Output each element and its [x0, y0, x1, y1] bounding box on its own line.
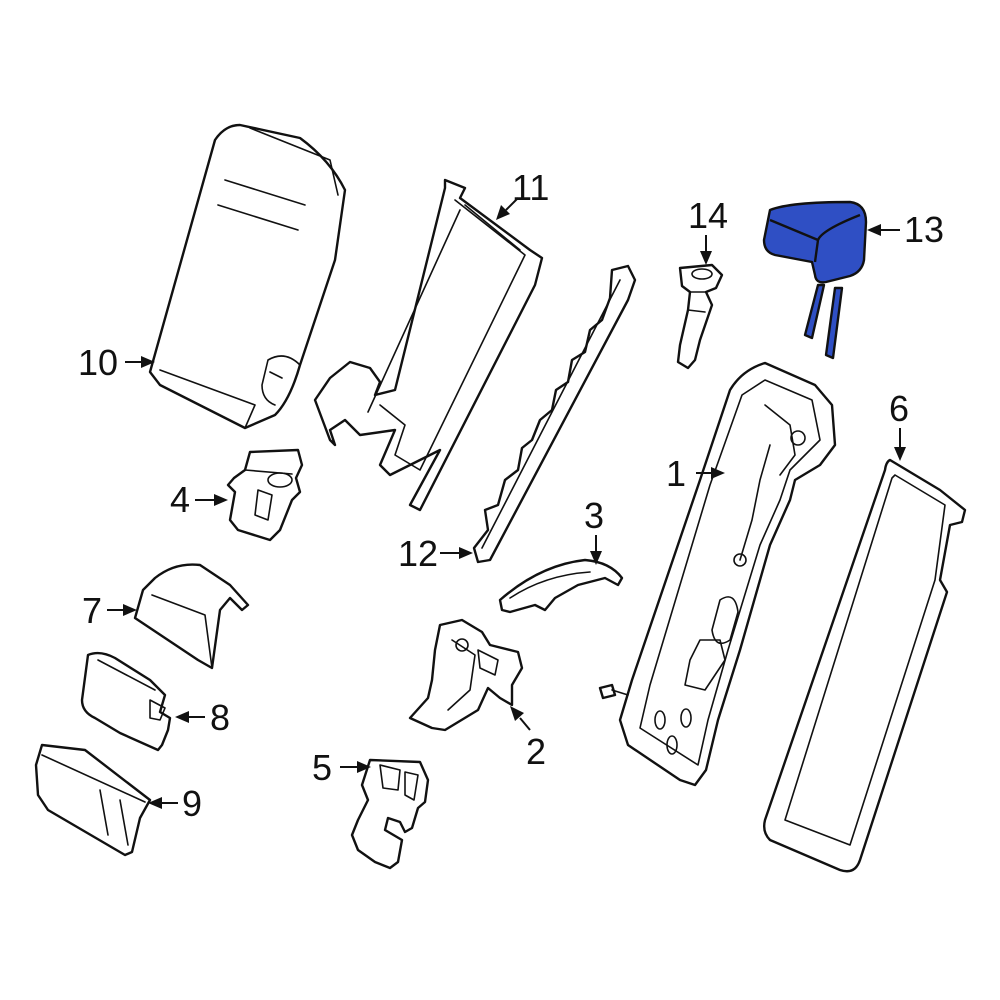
callout-7: 7	[82, 590, 102, 631]
callout-4: 4	[170, 479, 190, 520]
part-3-curved-trim[interactable]	[498, 558, 624, 614]
callout-12: 12	[398, 533, 438, 574]
part-9-tray-cover[interactable]	[34, 743, 152, 857]
callout-9: 9	[182, 783, 202, 824]
callout-6: 6	[889, 388, 909, 429]
callout-10: 10	[78, 342, 118, 383]
part-8-latch-cover[interactable]	[80, 651, 172, 752]
callout-1: 1	[666, 453, 686, 494]
part-13-headrest[interactable]	[762, 200, 868, 360]
part-2-hinge-bracket[interactable]	[408, 618, 524, 732]
part-14-guide-sleeve[interactable]	[676, 263, 724, 370]
part-11-frame-panel[interactable]	[313, 178, 544, 512]
part-5-clip[interactable]	[350, 758, 430, 870]
callout-14: 14	[688, 195, 728, 236]
part-1-backrest-frame[interactable]	[598, 361, 837, 787]
part-7-cover[interactable]	[133, 563, 250, 670]
callout-11: 11	[512, 167, 549, 208]
part-10-backrest-cushion[interactable]	[148, 123, 347, 430]
callout-13: 13	[904, 209, 944, 250]
callout-2: 2	[526, 731, 546, 772]
part-6-side-panel[interactable]	[762, 458, 967, 873]
part-12-trim-strip[interactable]	[472, 264, 637, 564]
leader-lines	[107, 197, 906, 809]
callout-8: 8	[210, 697, 230, 738]
callout-3: 3	[584, 495, 604, 536]
callout-5: 5	[312, 747, 332, 788]
callout-labels: 10 11 14 13 6 1 4 12 3 7 8 9 2 5	[78, 167, 944, 824]
part-4-bracket[interactable]	[226, 448, 304, 542]
